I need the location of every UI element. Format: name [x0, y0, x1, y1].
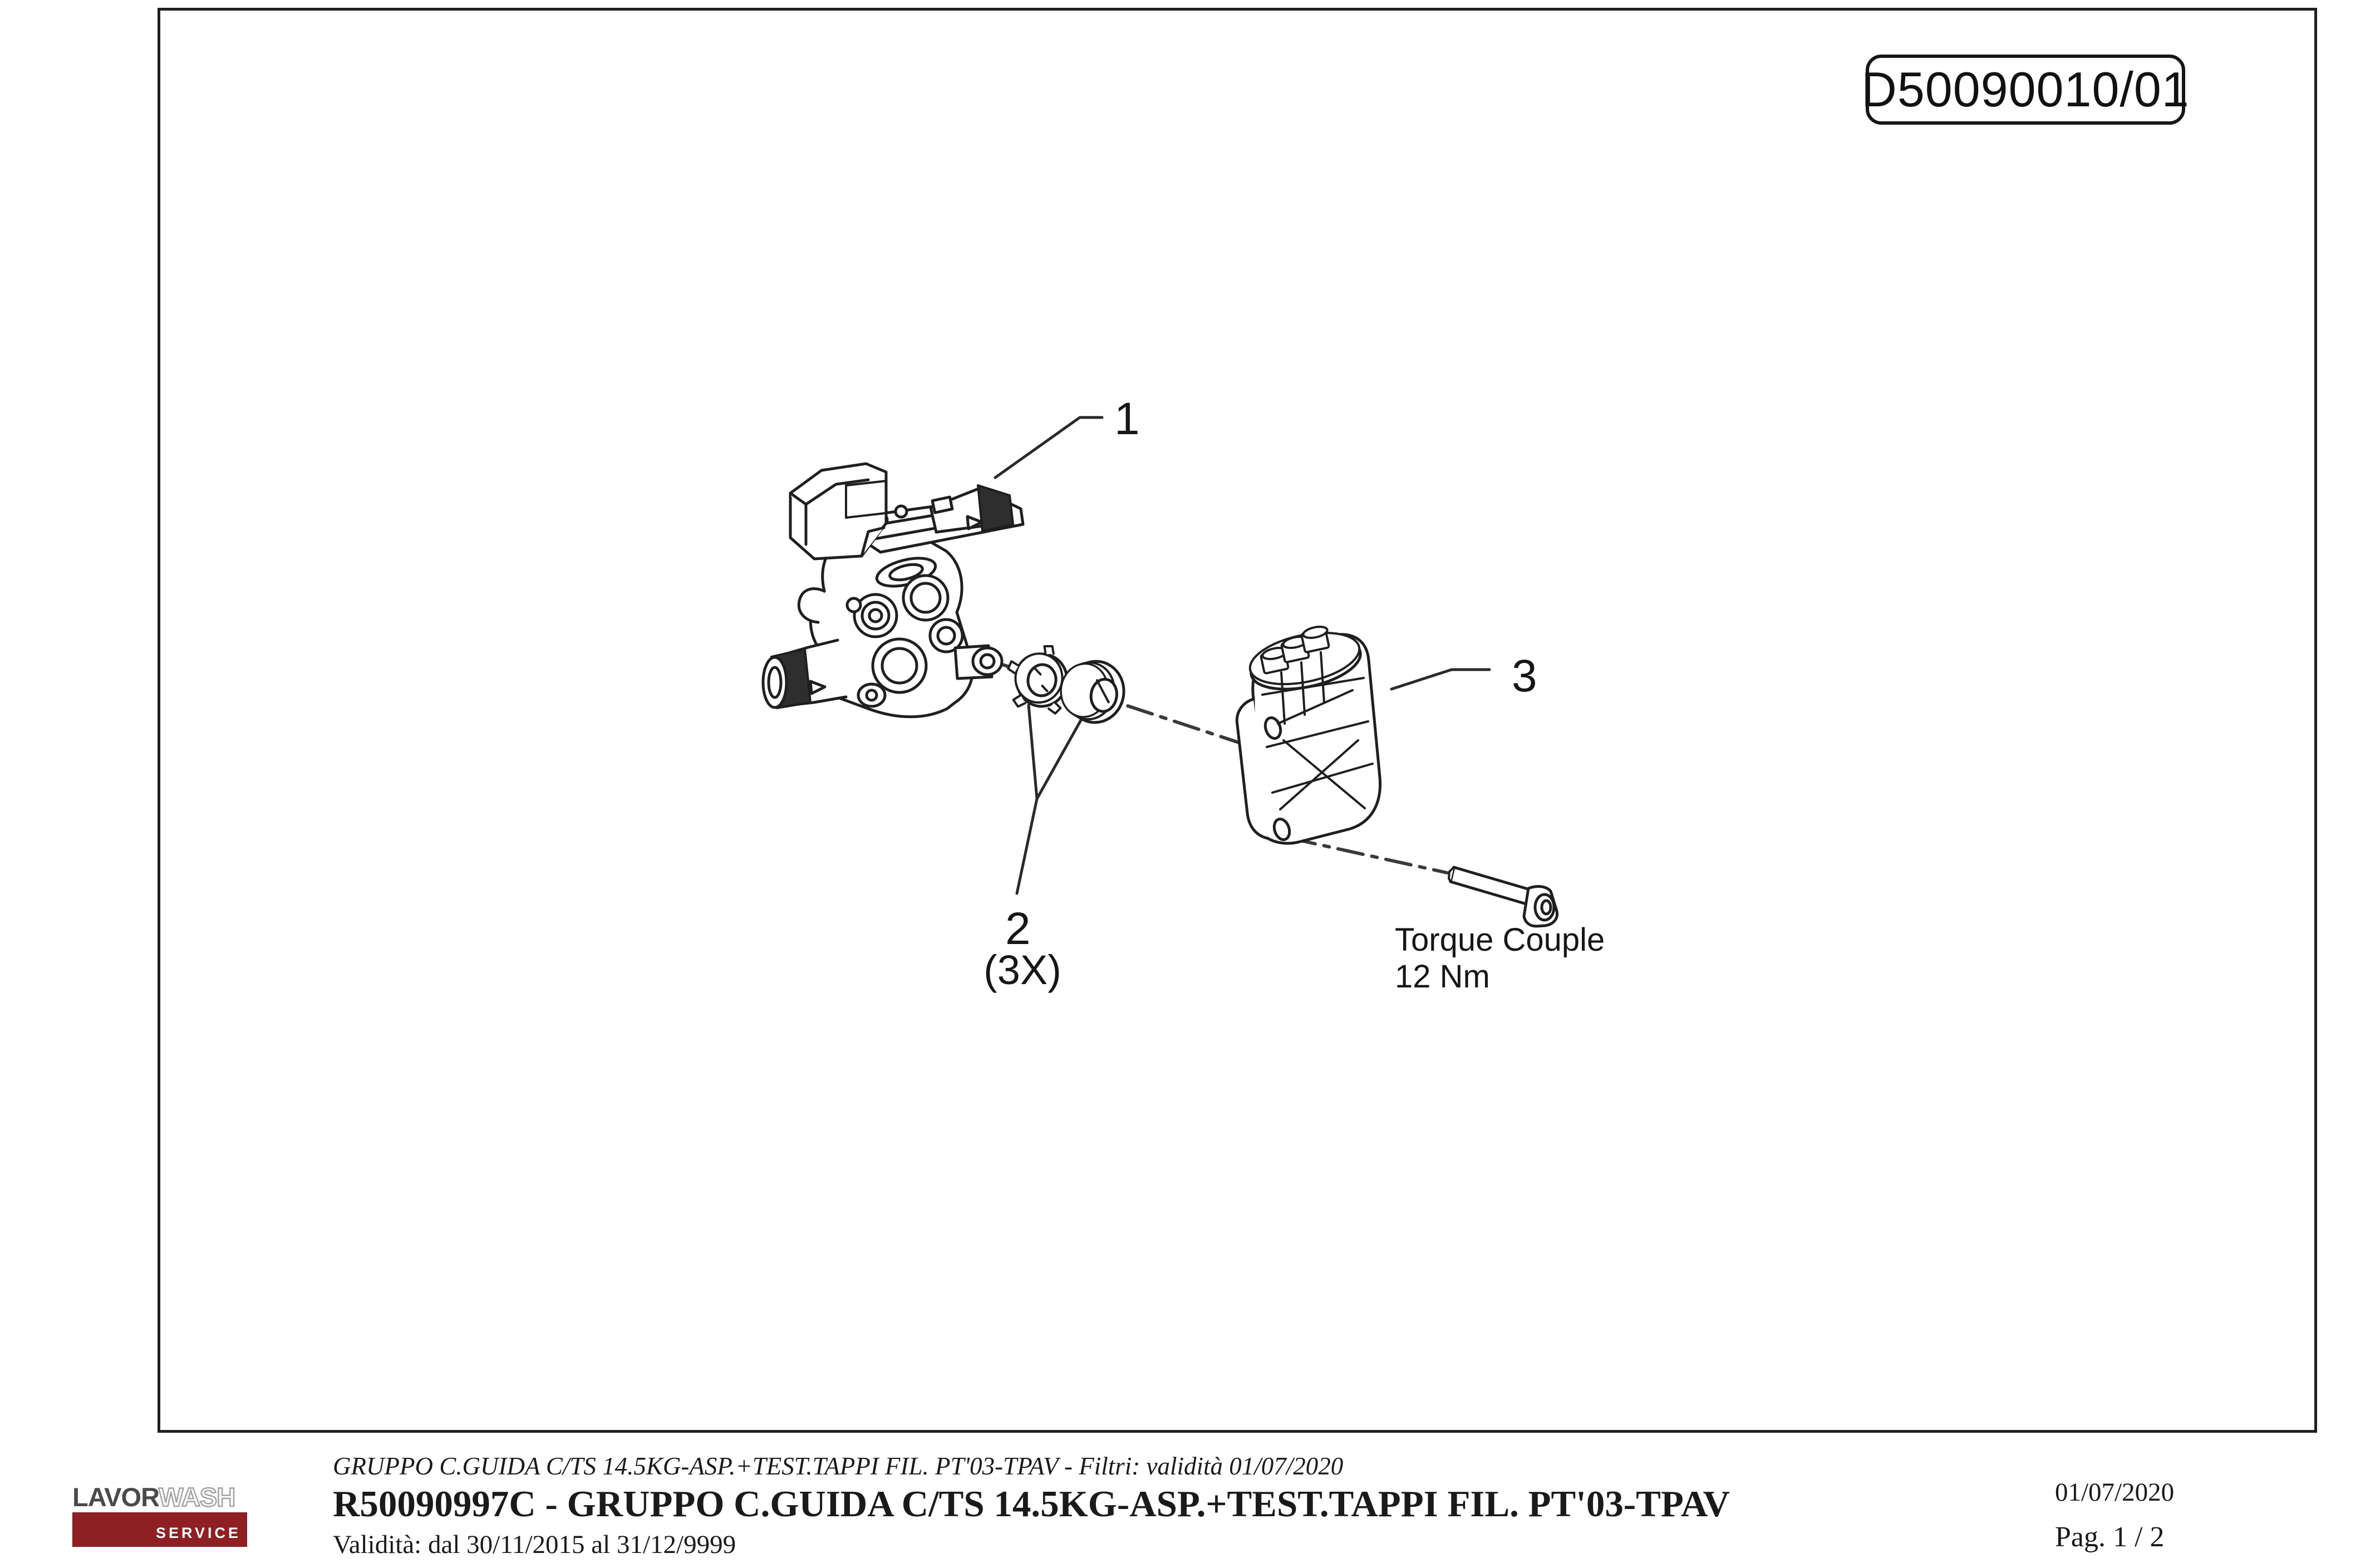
pump-head-drawing — [761, 462, 1025, 719]
leader-line-2-fork — [1027, 704, 1083, 800]
footer-validity: Validità: dal 30/11/2015 al 31/12/9999 — [333, 1530, 736, 1559]
callout-2-quantity: (3X) — [984, 947, 1061, 993]
drawing-number-box: D50090010/01 — [1861, 55, 2189, 125]
drawing-number: D50090010/01 — [1861, 62, 2190, 117]
torque-note: Torque Couple 12 Nm — [1395, 922, 1605, 995]
footer-part-title: R50090997C - GRUPPO C.GUIDA C/TS 14.5KG-… — [333, 1483, 1730, 1525]
footer-page-number: Pag. 1 / 2 — [2055, 1521, 2165, 1553]
callout-1: 1 — [1114, 394, 1140, 444]
leader-line-2-stem — [1015, 797, 1039, 895]
leader-line-1 — [994, 416, 1104, 479]
footer-title-filters: GRUPPO C.GUIDA C/TS 14.5KG-ASP.+TEST.TAP… — [333, 1452, 1344, 1480]
callout-3: 3 — [1512, 651, 1537, 701]
torque-note-line1: Torque Couple — [1395, 922, 1605, 958]
logo-word-service: SERVICE — [155, 1525, 241, 1541]
torque-note-line2: 12 Nm — [1395, 959, 1490, 995]
leader-lines — [994, 416, 1491, 895]
logo-word-lavor: LAVOR — [72, 1482, 159, 1512]
footer-date: 01/07/2020 — [2055, 1478, 2175, 1507]
fixing-screw-drawing — [1448, 866, 1559, 928]
logo-red-bar: SERVICE — [72, 1512, 247, 1547]
callout-2: 2 — [1005, 903, 1031, 954]
logo-word-wash: WASH — [158, 1482, 237, 1512]
valve-manifold-drawing — [1235, 626, 1382, 845]
washer-seal-drawing — [1007, 645, 1125, 724]
lavorwash-service-logo: LAVORWASH SERVICE — [72, 1482, 249, 1547]
leader-line-3 — [1390, 668, 1491, 691]
logo-wordmark: LAVORWASH — [72, 1482, 249, 1512]
